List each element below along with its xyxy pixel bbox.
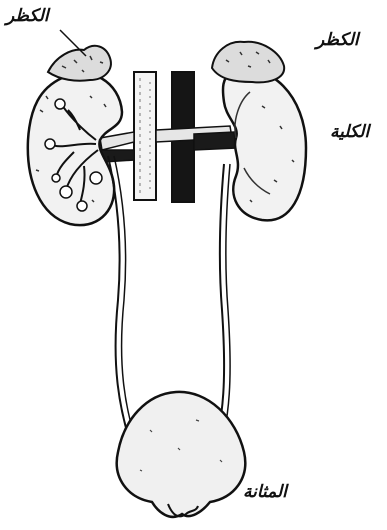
kidney-label: الكلية <box>330 122 369 142</box>
renal-vessels <box>100 126 236 162</box>
adrenal-right-label: الكظر <box>316 30 359 50</box>
adrenal-right <box>212 42 284 83</box>
kidney-right <box>223 70 306 221</box>
bladder <box>117 392 246 517</box>
adrenal-left-label: الكظر <box>6 6 49 26</box>
bladder-label: المثانة <box>243 482 287 502</box>
adrenal-left <box>48 46 111 81</box>
vena-cava <box>134 72 156 200</box>
